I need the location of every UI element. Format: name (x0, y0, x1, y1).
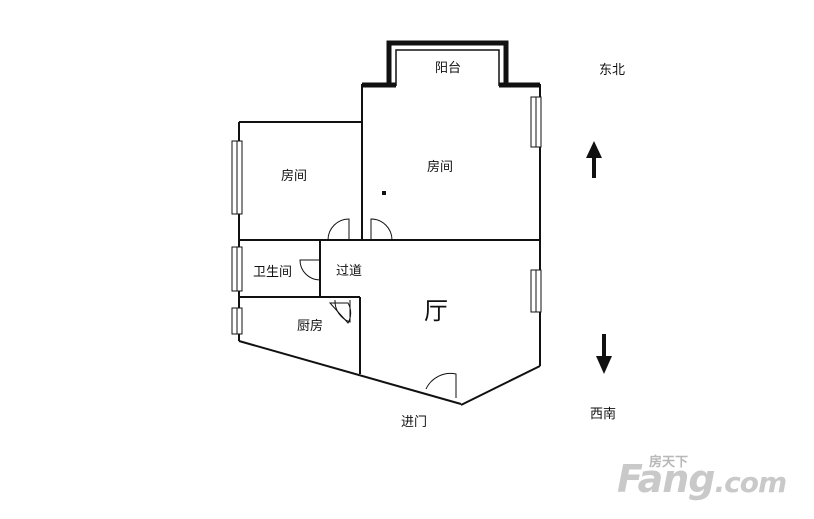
door-bathroom (299, 259, 321, 281)
bedroom-left-label: 房间 (281, 169, 308, 184)
door-entrance (425, 372, 457, 398)
entrance-label: 进门 (401, 415, 428, 430)
watermark-domain: .com (714, 466, 788, 499)
compass-top-label: 东北 (599, 63, 626, 78)
door-kitchen (328, 302, 352, 324)
wall-southwest (238, 340, 462, 405)
walls (238, 40, 541, 406)
balcony-wall (386, 40, 509, 86)
living-room-label: 厅 (424, 297, 448, 325)
balcony-inner (395, 49, 500, 86)
bathroom-label: 卫生间 (253, 265, 293, 280)
kitchen-label: 厨房 (297, 319, 324, 334)
arrow-down-icon (596, 334, 612, 374)
door-bedroom-right (370, 218, 393, 241)
watermark-logo: Fang.com (617, 457, 788, 501)
hallway-label: 过道 (336, 264, 363, 279)
door-bedroom-left (327, 218, 350, 241)
wall-southeast (460, 365, 541, 406)
arrow-up-icon (586, 141, 602, 178)
doors (299, 218, 457, 398)
compass-arrows (586, 141, 612, 374)
watermark-brand: Fang (617, 457, 715, 501)
compass-bottom-label: 西南 (590, 407, 617, 422)
balcony-label: 阳台 (435, 61, 462, 76)
windows (231, 96, 542, 335)
watermark-cn: 房天下 (649, 455, 689, 470)
bedroom-right-label: 房间 (427, 160, 454, 175)
door-kitchen-arc (334, 299, 351, 323)
small-marker (382, 191, 386, 195)
